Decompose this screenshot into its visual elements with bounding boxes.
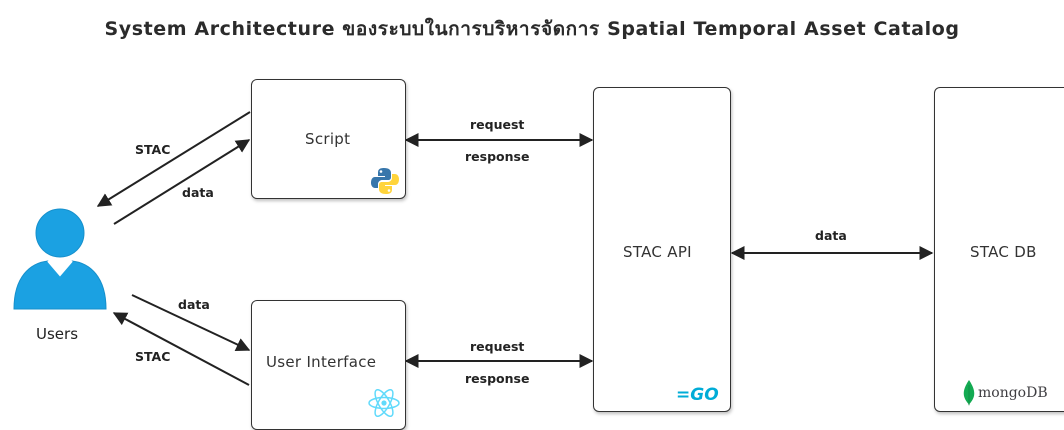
user-interface-label: User Interface <box>266 353 377 371</box>
edge-label-users-script-stac: STAC <box>135 142 171 157</box>
stac-db-label: STAC DB <box>970 243 1037 261</box>
stac-api-label: STAC API <box>623 243 692 261</box>
edge-label-users-ui-data: data <box>178 297 210 312</box>
edge-label-script-api-response: response <box>465 149 530 164</box>
users-label: Users <box>36 325 79 343</box>
edge-label-ui-api-response: response <box>465 371 530 386</box>
arrow-users-to-ui <box>131 294 251 351</box>
edge-label-users-script-data: data <box>182 185 214 200</box>
edge-label-script-api-request: request <box>470 117 525 132</box>
script-label: Script <box>305 130 351 148</box>
edge-label-api-db-data: data <box>815 228 847 243</box>
go-logo-icon: =GO <box>676 385 719 405</box>
python-logo-icon <box>371 168 399 194</box>
arrow-ui-to-users <box>112 312 250 386</box>
edge-label-ui-api-request: request <box>470 339 525 354</box>
mongodb-leaf-icon <box>963 380 975 406</box>
stac-api-box <box>593 87 731 412</box>
edge-label-users-ui-stac: STAC <box>135 349 171 364</box>
react-logo-icon <box>368 389 400 417</box>
mongodb-logo-text: mongoDB <box>978 385 1048 401</box>
arrow-script-to-users <box>96 111 251 207</box>
diagram-title: System Architecture ของระบบในการบริหารจั… <box>104 18 960 40</box>
connector-layer <box>96 111 934 386</box>
stac-db-box <box>934 87 1064 412</box>
user-icon <box>13 208 107 310</box>
arrow-users-to-script <box>113 139 251 225</box>
